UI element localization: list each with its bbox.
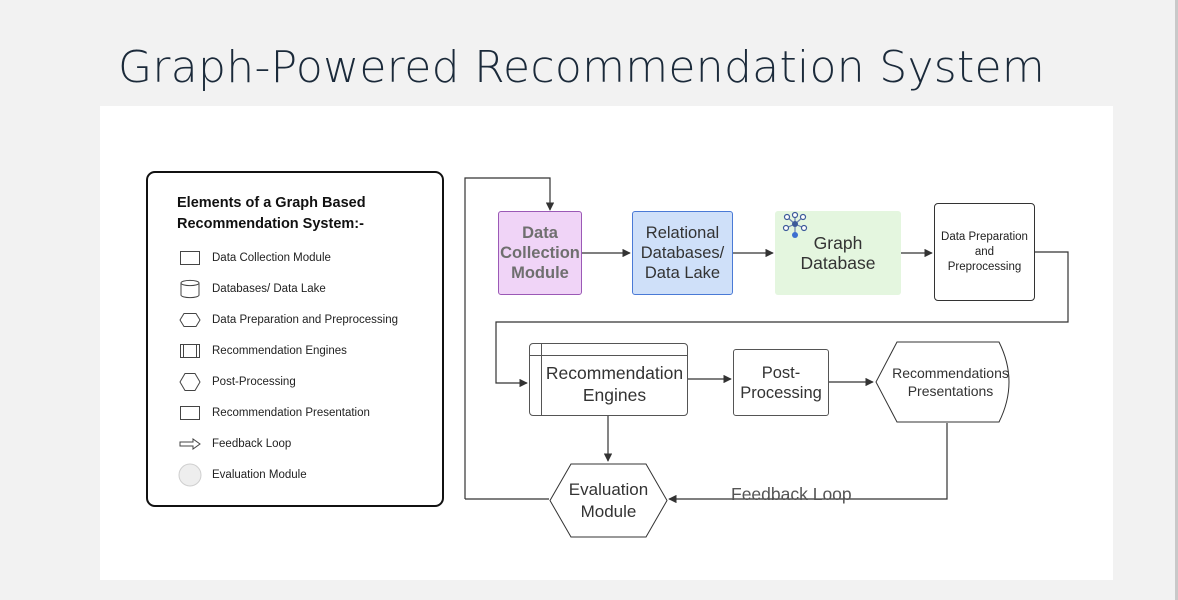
legend-item-data-collection: Data Collection Module <box>178 242 398 273</box>
legend-item-presentation: Recommendation Presentation <box>178 397 398 428</box>
graph-network-icon <box>782 211 808 238</box>
legend-label: Recommendation Presentation <box>212 406 370 419</box>
legend-label: Data Collection Module <box>212 251 331 264</box>
node-post-processing[interactable]: Post- Processing <box>733 349 829 416</box>
arrow-right-icon <box>178 433 202 455</box>
legend-item-rec-engines: Recommendation Engines <box>178 335 398 366</box>
legend-list: Data Collection Module Databases/ Data L… <box>178 242 398 490</box>
legend-label: Recommendation Engines <box>212 344 347 357</box>
legend-item-feedback-loop: Feedback Loop <box>178 428 398 459</box>
legend-item-databases: Databases/ Data Lake <box>178 273 398 304</box>
node-recommendation-engines[interactable]: Recommendation Engines <box>529 343 688 416</box>
predefined-process-icon <box>178 340 202 362</box>
cylinder-icon <box>178 278 202 300</box>
legend-label: Data Preparation and Preprocessing <box>212 313 399 326</box>
rectangle-icon <box>178 247 202 269</box>
feedback-loop-arrow <box>668 423 948 504</box>
loop-to-collection <box>464 177 555 499</box>
diagram-canvas: Elements of a Graph Based Recommendation… <box>100 106 1113 580</box>
circle-icon <box>178 463 202 486</box>
legend-item-data-prep: Data Preparation and Preprocessing <box>178 304 398 335</box>
node-recommendation-presentations[interactable]: Recommendations Presentations <box>875 341 1020 423</box>
node-graph-database[interactable]: Graph Database <box>775 211 901 295</box>
node-relational-databases[interactable]: Relational Databases/ Data Lake <box>632 211 733 295</box>
slide-title: Graph-Powered Recommendation System <box>118 42 1046 93</box>
legend-label: Post-Processing <box>212 375 296 388</box>
legend-label: Evaluation Module <box>212 468 307 481</box>
flow-connectors <box>464 177 1069 504</box>
arrow-prep-engines <box>495 251 1069 388</box>
hexagon-icon <box>178 371 202 393</box>
hexagon-icon <box>178 309 202 331</box>
feedback-loop-label: Feedback Loop <box>731 484 852 504</box>
legend-label: Feedback Loop <box>212 437 292 450</box>
legend-item-evaluation: Evaluation Module <box>178 459 398 490</box>
legend-label: Databases/ Data Lake <box>212 282 326 295</box>
node-data-collection[interactable]: Data Collection Module <box>498 211 582 295</box>
rectangle-icon <box>178 402 202 424</box>
legend-title: Elements of a Graph Based Recommendation… <box>177 195 366 232</box>
legend-item-post-processing: Post-Processing <box>178 366 398 397</box>
slide-edge <box>1175 0 1178 600</box>
node-data-preparation[interactable]: Data Preparation and Preprocessing <box>934 203 1035 301</box>
node-evaluation-module[interactable]: Evaluation Module <box>549 463 668 538</box>
legend-box: Elements of a Graph Based Recommendation… <box>146 171 444 507</box>
